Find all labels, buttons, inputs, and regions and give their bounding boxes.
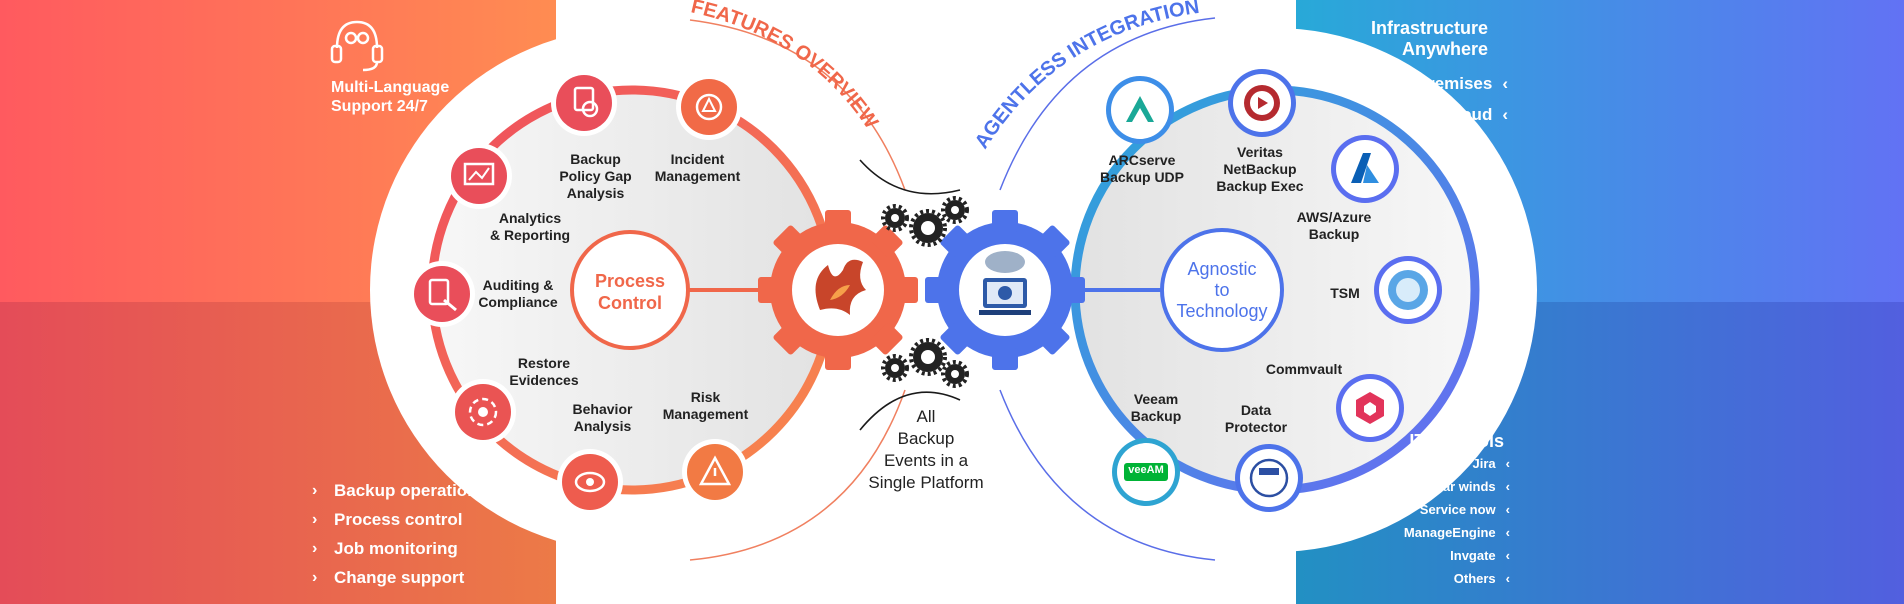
process-control-label: Process Control <box>594 271 666 313</box>
chevron-left-icon: ‹ <box>1505 571 1510 586</box>
infra-item: On-premises‹ <box>1388 73 1508 93</box>
small-gears-icon <box>885 200 965 384</box>
itsm-title: ITSM Tools <box>1409 431 1504 451</box>
infrastructure-title: Infrastructure Anywhere <box>1370 18 1488 59</box>
analytics-icon <box>446 143 512 209</box>
veeam-icon <box>1112 438 1180 506</box>
risk-icon <box>682 439 748 505</box>
behavior-icon <box>557 449 623 515</box>
infrastructure-list: On-premises‹ Cloud‹ <box>1388 68 1508 130</box>
feature-label-audit: Auditing & Compliance <box>478 277 558 310</box>
integration-label-veritas: Veritas NetBackup Backup Exec <box>1216 144 1304 194</box>
chevron-left-icon: ‹ <box>1502 104 1508 124</box>
headset-icon <box>330 20 384 72</box>
cloud-computer-gear-icon <box>925 210 1085 370</box>
left-bullets-list: ›Backup operation ›Process control ›Job … <box>312 476 478 592</box>
restore-icon <box>450 379 516 445</box>
chevron-left-icon: ‹ <box>1505 479 1510 494</box>
feature-label-risk: Risk Management <box>662 389 749 422</box>
itsm-item: Invgate‹ <box>1450 548 1510 563</box>
itsm-item: Solar winds‹ <box>1422 479 1510 494</box>
feature-label-analytics: Analytics & Reporting <box>489 210 571 243</box>
tsm-icon <box>1374 256 1442 324</box>
integration-label-arcserve: ARCserve Backup UDP <box>1099 152 1185 185</box>
chevron-left-icon: ‹ <box>1505 525 1510 540</box>
agnostic-label: Agnostic to Technology <box>1176 259 1268 321</box>
itsm-item: ManageEngine‹ <box>1403 525 1510 540</box>
chevron-right-icon: › <box>312 568 318 586</box>
integration-label-data-protector: Data Protector <box>1224 402 1288 435</box>
azure-icon <box>1331 135 1399 203</box>
integration-label-tsm: TSM <box>1330 285 1360 301</box>
integration-label-aws-azure: AWS/Azure Backup <box>1296 209 1372 242</box>
incident-icon <box>676 74 742 140</box>
support-label: Multi-Language Support 24/7 <box>331 79 450 115</box>
itsm-item: Service now‹ <box>1419 502 1510 517</box>
feature-label-policy-gap: Backup Policy Gap Analysis <box>559 151 632 201</box>
audit-icon <box>409 261 475 327</box>
feature-label-incident: Incident Management <box>654 151 741 184</box>
policy-gap-icon <box>551 70 617 136</box>
veritas-icon <box>1228 69 1296 137</box>
single-platform-text: All Backup Events in a Single Platform <box>868 407 984 492</box>
chevron-right-icon: › <box>312 539 318 557</box>
feature-label-restore: Restore Evidences <box>509 355 579 388</box>
chevron-left-icon: ‹ <box>1505 548 1510 563</box>
integration-label-commvault: Commvault <box>1265 361 1343 377</box>
itsm-item: Others‹ <box>1453 571 1510 586</box>
veeam-logo-text: veeAM <box>1128 464 1164 476</box>
arcserve-icon <box>1106 76 1174 144</box>
phoenix-gear-icon <box>758 210 918 370</box>
infra-item: Cloud‹ <box>1444 104 1508 124</box>
chevron-left-icon: ‹ <box>1505 456 1510 471</box>
integration-label-veeam: Veeam Backup <box>1130 391 1182 424</box>
chevron-right-icon: › <box>312 481 318 499</box>
bullet-item: ›Job monitoring <box>312 538 458 558</box>
chevron-left-icon: ‹ <box>1505 502 1510 517</box>
data-protector-icon <box>1235 444 1303 512</box>
feature-label-behavior: Behavior Analysis <box>572 401 633 434</box>
itsm-item: Jira‹ <box>1472 456 1510 471</box>
chevron-right-icon: › <box>312 510 318 528</box>
commvault-icon <box>1336 374 1404 442</box>
bullet-item: ›Change support <box>312 567 465 587</box>
chevron-left-icon: ‹ <box>1502 73 1508 93</box>
bullet-item: ›Process control <box>312 509 463 529</box>
bullet-item: ›Backup operation <box>312 480 478 500</box>
itsm-list: Jira‹ Solar winds‹ Service now‹ ManageEn… <box>1404 452 1510 590</box>
